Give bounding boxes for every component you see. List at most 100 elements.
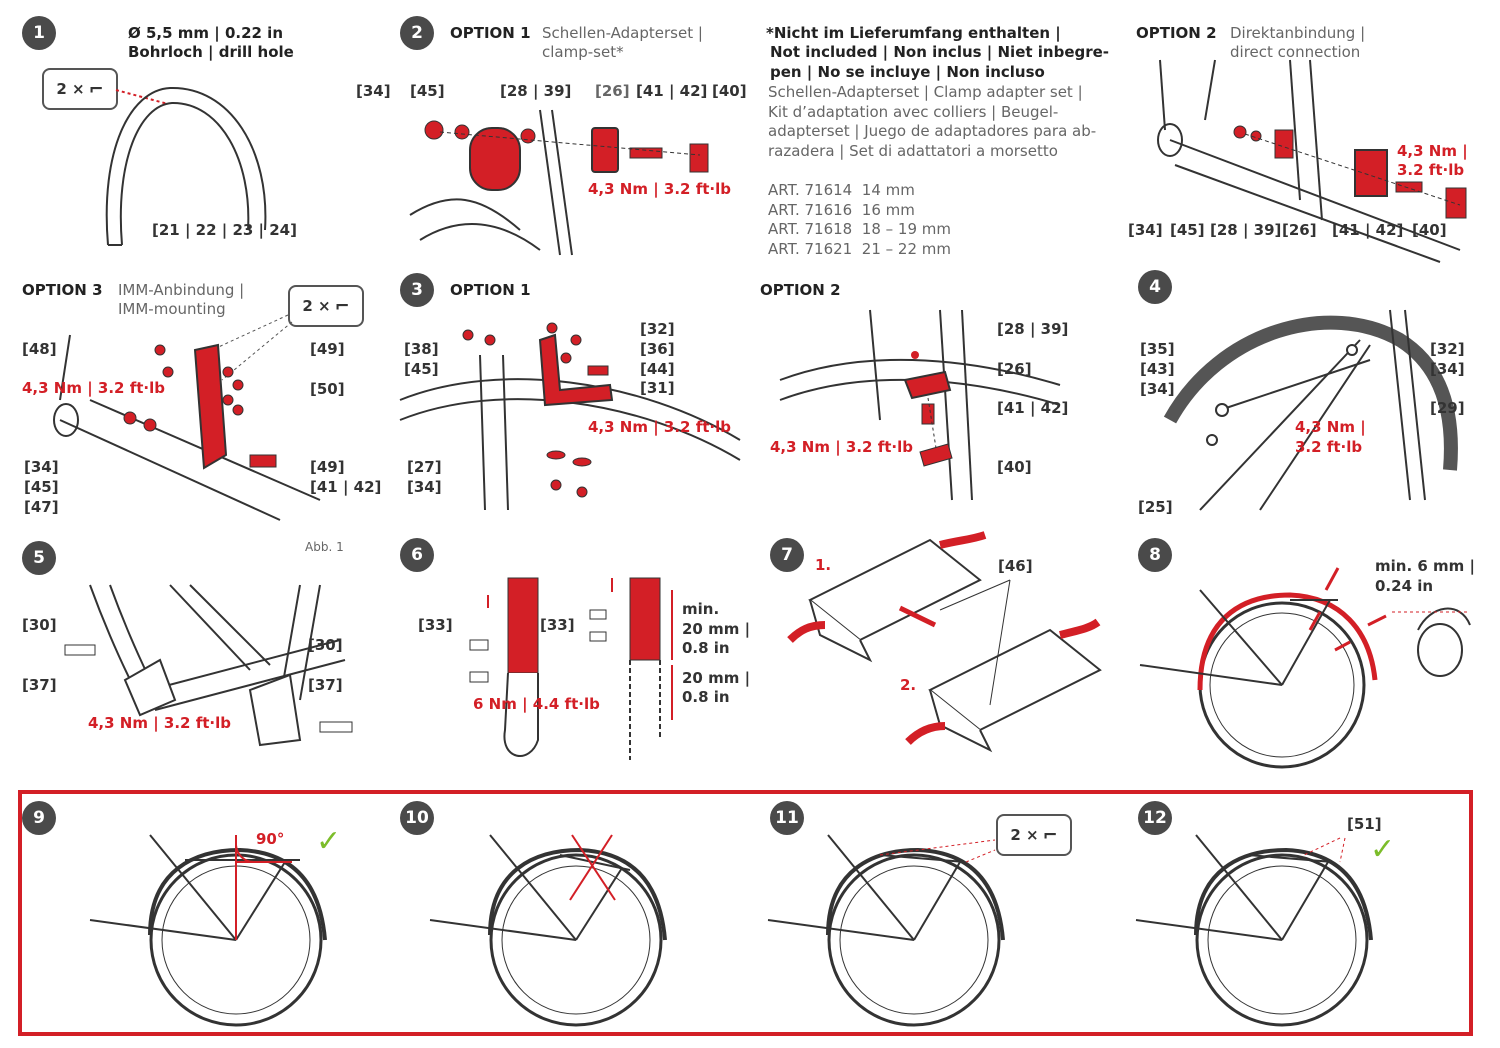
drill-icon: ⌐: [88, 78, 104, 100]
opt3-label-34: [34]: [24, 458, 59, 476]
step-3-option: OPTION 1: [450, 281, 531, 299]
step-number-8: 8: [1138, 538, 1172, 572]
step-number-12: 12: [1138, 801, 1172, 835]
s7-step-1: 1.: [815, 556, 832, 574]
opt2-top-label-28-39: [28 | 39]: [1210, 221, 1282, 239]
opt3-drill-count: 2 ×: [302, 297, 331, 315]
drill-diameter: Ø 5,5 mm | 0.22 in: [128, 24, 284, 42]
opt2-top-torque2: 3.2 ft·lb: [1397, 161, 1465, 179]
s3-label-32: [32]: [640, 320, 675, 338]
s4-label-34a: [34]: [1140, 380, 1175, 398]
opt3-label-48: [48]: [22, 340, 57, 358]
s7-step-2: 2.: [900, 676, 917, 694]
opt3-label-49a: [49]: [310, 340, 345, 358]
final-steps-frame: [18, 790, 1473, 1036]
opt2-top-label-34: [34]: [1128, 221, 1163, 239]
drill-icon: ⌐: [334, 295, 350, 317]
s12-label-51: [51]: [1347, 815, 1382, 833]
opt2-top-label-26: [26]: [1282, 221, 1317, 239]
s4-label-35: [35]: [1140, 340, 1175, 358]
s4-torque2: 3.2 ft·lb: [1295, 438, 1363, 456]
s6-min3: 0.8 in: [682, 639, 730, 657]
s9-angle: 90°: [256, 830, 285, 848]
opt2-mid-label-41-42: [41 | 42]: [997, 399, 1069, 417]
opt2-top-label-45: [45]: [1170, 221, 1205, 239]
step-number-9: 9: [22, 801, 56, 835]
s6-min1: min.: [682, 600, 720, 618]
s3-label-27: [27]: [407, 458, 442, 476]
opt3-label-45: [45]: [24, 478, 59, 496]
opt3-label-49b: [49]: [310, 458, 345, 476]
s8-min1: min. 6 mm |: [1375, 557, 1475, 575]
opt2-top-torque1: 4,3 Nm |: [1397, 142, 1468, 160]
label-21-24: [21 | 22 | 23 | 24]: [152, 221, 297, 239]
s3-torque: 4,3 Nm | 3.2 ft·lb: [588, 418, 731, 436]
opt2-top-option: OPTION 2: [1136, 24, 1217, 42]
opt3-desc2: IMM-mounting: [118, 300, 226, 318]
step-number-1: 1: [22, 16, 56, 50]
step-2-desc1: Schellen-Adapterset |: [542, 24, 703, 42]
s5-label-37b: [37]: [308, 676, 343, 694]
s5-torque: 4,3 Nm | 3.2 ft·lb: [88, 714, 231, 732]
opt3-label-47: [47]: [24, 498, 59, 516]
s6-d1: 20 mm |: [682, 669, 751, 687]
step-2-desc2: clamp-set*: [542, 43, 624, 61]
opt2-top-desc2: direct connection: [1230, 43, 1361, 61]
drill-count-box: 2 × ⌐: [42, 68, 118, 110]
note-desc-1: Schellen-Adapterset | Clamp adapter set …: [768, 83, 1083, 101]
drill-hole-label: Bohrloch | drill hole: [128, 43, 294, 61]
s6-d2: 0.8 in: [682, 688, 730, 706]
s3-label-38: [38]: [404, 340, 439, 358]
note-desc-4: razadera | Set di adattatori a morsetto: [768, 142, 1058, 160]
opt2-top-desc1: Direktanbindung |: [1230, 24, 1366, 42]
step-number-6: 6: [400, 538, 434, 572]
s5-label-37a: [37]: [22, 676, 57, 694]
note-line-3: pen | No se incluye | Non incluso: [770, 63, 1045, 81]
opt3-torque: 4,3 Nm | 3.2 ft·lb: [22, 379, 165, 397]
opt3-label-41-42: [41 | 42]: [310, 478, 382, 496]
article-3: ART. 71618 18 – 19 mm: [768, 220, 951, 238]
s4-label-43: [43]: [1140, 360, 1175, 378]
s2-torque: 4,3 Nm | 3.2 ft·lb: [588, 180, 731, 198]
article-4: ART. 71621 21 – 22 mm: [768, 240, 951, 258]
opt2-mid-torque: 4,3 Nm | 3.2 ft·lb: [770, 438, 913, 456]
s7-label-46: [46]: [998, 557, 1033, 575]
s2-label-26: [26]: [595, 82, 630, 100]
s4-label-32: [32]: [1430, 340, 1465, 358]
s4-label-25: [25]: [1138, 498, 1173, 516]
note-line-1: *Nicht im Lieferumfang enthalten |: [766, 24, 1061, 42]
opt2-mid-label-40: [40]: [997, 458, 1032, 476]
s3-label-45: [45]: [404, 360, 439, 378]
fig-label: Abb. 1: [305, 540, 344, 554]
opt2-top-label-40: [40]: [1412, 221, 1447, 239]
article-1: ART. 71614 14 mm: [768, 181, 915, 199]
opt2-mid-option: OPTION 2: [760, 281, 841, 299]
opt2-mid-label-26: [26]: [997, 360, 1032, 378]
s9-check-icon: ✓: [316, 824, 342, 859]
step-number-2: 2: [400, 16, 434, 50]
step-number-7: 7: [770, 538, 804, 572]
s3-label-34: [34]: [407, 478, 442, 496]
s11-drill-count: 2 ×: [1010, 826, 1039, 844]
drill-icon: ⌐: [1042, 824, 1058, 846]
s4-label-34b: [34]: [1430, 360, 1465, 378]
s11-drill-box: 2 × ⌐: [996, 814, 1072, 856]
s6-torque: 6 Nm | 4.4 ft·lb: [473, 695, 600, 713]
s3-label-31: [31]: [640, 379, 675, 397]
step-number-3: 3: [400, 273, 434, 307]
drill-count: 2 ×: [56, 80, 85, 98]
s2-label-45: [45]: [410, 82, 445, 100]
note-desc-2: Kit d’adaptation avec colliers | Beugel-: [768, 103, 1059, 121]
opt3-drill-box: 2 × ⌐: [288, 285, 364, 327]
s6-label-33a: [33]: [418, 616, 453, 634]
